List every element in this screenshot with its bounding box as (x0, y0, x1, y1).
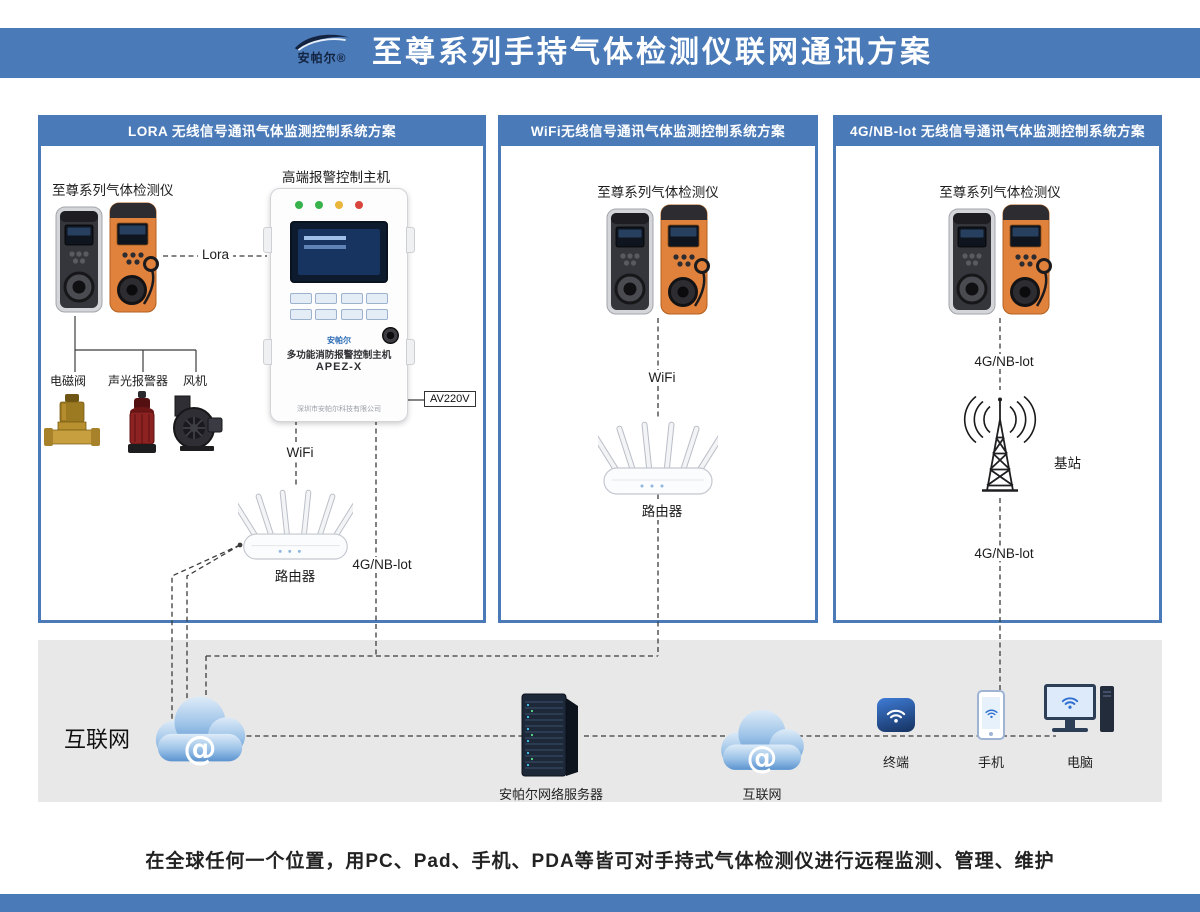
solenoid-valve (44, 392, 100, 454)
page-title: 至尊系列手持气体检测仪联网通讯方案 (372, 36, 933, 69)
terminal-label: 终端 (882, 755, 909, 770)
computer-device (1044, 684, 1114, 742)
actuator-label-fan: 风机 (183, 374, 208, 388)
indicator-lights (295, 201, 363, 209)
controller-buttons-row (290, 309, 388, 320)
internet-label: 互联网 (64, 727, 131, 752)
monitor-screen (1044, 684, 1096, 720)
footer-description: 在全球任何一个位置，用PC、Pad、手机、PDA等皆可对手持式气体检测仪进行远程… (145, 851, 1055, 872)
panel-4g-title: 4G/NB-lot 无线信号通讯气体监测控制系统方案 (836, 118, 1159, 146)
alarm-controller-device: 安帕尔 多功能消防报警控制主机 APEZ-X 深圳市安帕尔科技有限公司 (263, 188, 415, 422)
controller-model: APEZ-X (315, 361, 363, 373)
wifi-router (238, 486, 353, 563)
controller-buttons-row (290, 293, 388, 304)
controller-screen (290, 221, 388, 283)
detector-label: 至尊系列气体检测仪 (597, 185, 719, 200)
panel-lora: LORA 无线信号通讯气体监测控制系统方案 (38, 115, 486, 623)
gas-detector-pair (55, 198, 160, 316)
detector-label: 至尊系列气体检测仪 (52, 183, 174, 198)
router-label: 路由器 (274, 569, 316, 584)
nb-label: 4G/NB-lot (342, 557, 422, 572)
sound-light-alarm (122, 390, 162, 456)
cloud-label: 互联网 (742, 787, 782, 802)
phone-device (977, 690, 1005, 740)
actuator-label-valve: 电磁阀 (50, 374, 87, 388)
terminal-device (877, 698, 915, 732)
lora-link-label: Lora (198, 247, 234, 262)
internet-cloud (146, 686, 254, 770)
wifi-icon (984, 707, 999, 719)
pc-tower (1100, 686, 1114, 732)
panel-wifi-title: WiFi无线信号通讯气体监测控制系统方案 (501, 118, 815, 146)
controller-company: 深圳市安帕尔科技有限公司 (297, 406, 381, 413)
wifi-router (598, 418, 718, 498)
header-bar: 安帕尔® 至尊系列手持气体检测仪联网通讯方案 (0, 28, 1200, 78)
phone-label: 手机 (977, 755, 1004, 770)
base-station-tower (940, 392, 1060, 497)
network-server (514, 688, 586, 780)
gas-detector-pair (606, 200, 711, 318)
phone-screen (982, 697, 1000, 729)
internet-cloud (712, 700, 812, 778)
router-label: 路由器 (623, 500, 701, 520)
wifi-icon (885, 706, 907, 724)
wifi-label: WiFi (272, 445, 328, 460)
panel-4g: 4G/NB-lot 无线信号通讯气体监测控制系统方案 (833, 115, 1162, 623)
brand-logo: 安帕尔® (276, 31, 368, 75)
brand-logo-text: 安帕尔® (297, 51, 347, 65)
panel-lora-title: LORA 无线信号通讯气体监测控制系统方案 (41, 118, 483, 146)
controller-name: 多功能消防报警控制主机 (286, 350, 392, 361)
wifi-label: WiFi (633, 370, 691, 385)
nb-label-top: 4G/NB-lot (960, 354, 1048, 369)
wifi-icon (1060, 694, 1080, 710)
server-label: 安帕尔网络服务器 (498, 787, 603, 802)
controller-brand: 安帕尔 (327, 336, 351, 345)
controller-label: 高端报警控制主机 (282, 170, 390, 185)
station-label: 基站 (1054, 456, 1081, 471)
pc-label: 电脑 (1066, 755, 1093, 770)
gas-detector-pair (948, 200, 1053, 318)
actuator-label-alarm: 声光报警器 (108, 374, 169, 388)
nb-label-bottom: 4G/NB-lot (960, 546, 1048, 561)
speaker-icon (382, 327, 399, 344)
detector-label: 至尊系列气体检测仪 (939, 185, 1061, 200)
footer-bar (0, 894, 1200, 912)
power-label: AV220V (424, 391, 476, 407)
fan-blower (168, 394, 226, 452)
brand-swoosh-icon (294, 34, 350, 51)
